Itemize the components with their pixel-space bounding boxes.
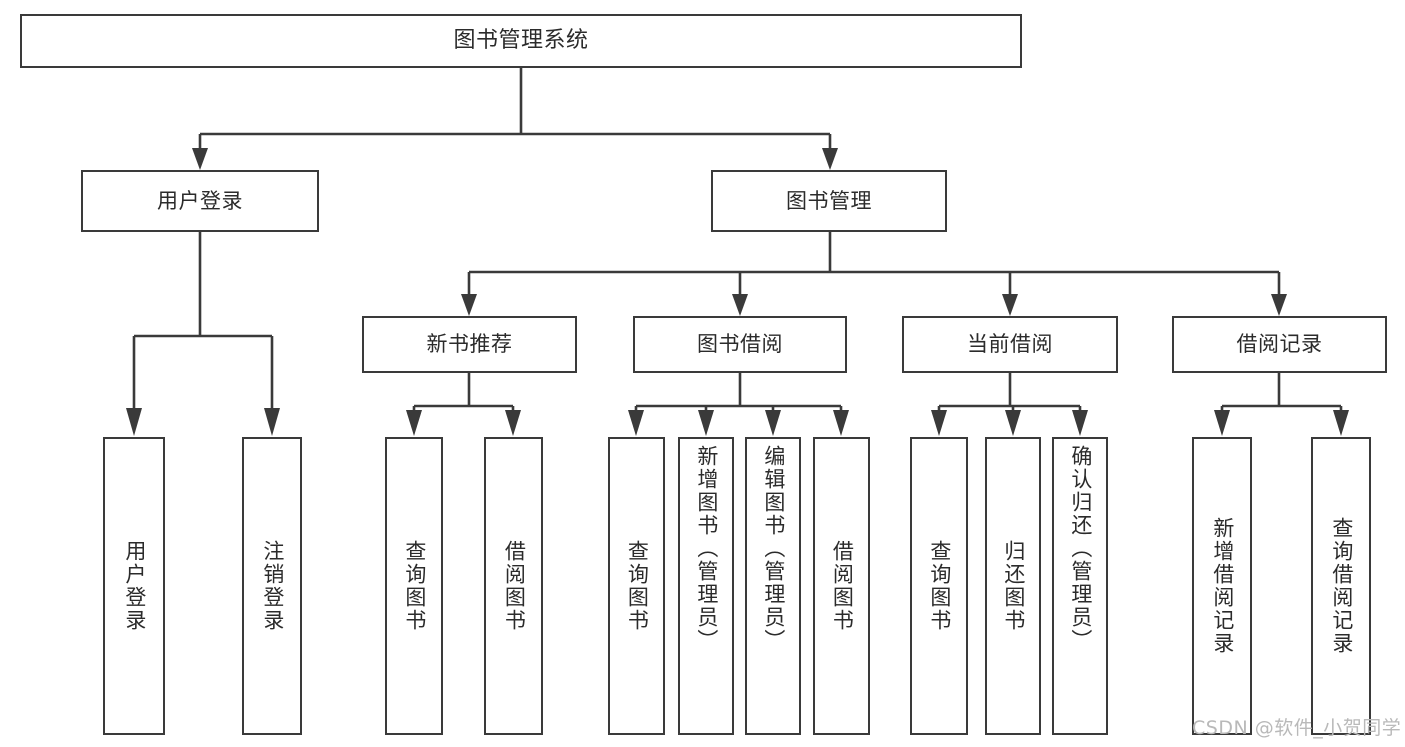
node-leaf-borrow-book-1-label: 借阅图书	[502, 540, 527, 632]
node-book-borrow-label: 图书借阅	[697, 332, 783, 357]
csdn-watermark: CSDN @软件_小贺同学	[1192, 717, 1402, 739]
node-leaf-query-book-2-label: 查询图书	[625, 540, 650, 632]
connector-borrowrecord-to-leaves	[1214, 373, 1349, 436]
node-leaf-query-book-1[interactable]: 查询图书	[385, 437, 443, 735]
node-leaf-add-book-admin-label: 新增图书（管理员）	[694, 445, 719, 652]
node-user-login[interactable]: 用户登录	[81, 170, 319, 232]
node-leaf-query-book-1-label: 查询图书	[402, 540, 427, 632]
node-current-borrow[interactable]: 当前借阅	[902, 316, 1118, 373]
node-new-book-rec-label: 新书推荐	[426, 332, 513, 357]
connector-bookmanage-to-level2	[461, 232, 1287, 316]
node-leaf-borrow-book-2-label: 借阅图书	[830, 540, 855, 632]
node-borrow-record-label: 借阅记录	[1236, 332, 1323, 357]
node-leaf-return-book-label: 归还图书	[1001, 540, 1026, 632]
node-book-borrow[interactable]: 图书借阅	[633, 316, 847, 373]
node-new-book-rec[interactable]: 新书推荐	[362, 316, 577, 373]
node-leaf-query-book-3-label: 查询图书	[927, 540, 952, 632]
node-user-login-label: 用户登录	[157, 188, 243, 213]
node-leaf-confirm-return-admin-label: 确认归还（管理员）	[1068, 445, 1093, 652]
node-leaf-query-book-3[interactable]: 查询图书	[910, 437, 968, 735]
node-leaf-borrow-book-1[interactable]: 借阅图书	[484, 437, 543, 735]
node-leaf-user-logout-label: 注销登录	[260, 540, 285, 632]
node-leaf-user-logout[interactable]: 注销登录	[242, 437, 302, 735]
node-leaf-return-book[interactable]: 归还图书	[985, 437, 1041, 735]
node-leaf-add-borrow-record[interactable]: 新增借阅记录	[1192, 437, 1252, 735]
node-root-label: 图书管理系统	[453, 28, 589, 54]
node-leaf-edit-book-admin-label: 编辑图书（管理员）	[761, 445, 786, 652]
node-current-borrow-label: 当前借阅	[967, 332, 1053, 357]
node-leaf-borrow-book-2[interactable]: 借阅图书	[813, 437, 870, 735]
connector-bookborrow-to-leaves	[628, 373, 849, 436]
node-leaf-query-borrow-record-label: 查询借阅记录	[1329, 517, 1354, 655]
node-leaf-edit-book-admin[interactable]: 编辑图书（管理员）	[745, 437, 801, 735]
node-leaf-confirm-return-admin[interactable]: 确认归还（管理员）	[1052, 437, 1108, 735]
connector-userlogin-to-leaves	[126, 232, 280, 436]
connector-root-to-level1	[192, 68, 838, 170]
node-book-manage-label: 图书管理	[786, 188, 872, 213]
node-leaf-user-login[interactable]: 用户登录	[103, 437, 165, 735]
node-leaf-query-book-2[interactable]: 查询图书	[608, 437, 665, 735]
connector-newbook-to-leaves	[406, 373, 521, 436]
connector-currentborrow-to-leaves	[931, 373, 1088, 436]
node-leaf-add-book-admin[interactable]: 新增图书（管理员）	[678, 437, 734, 735]
node-leaf-query-borrow-record[interactable]: 查询借阅记录	[1311, 437, 1371, 735]
node-borrow-record[interactable]: 借阅记录	[1172, 316, 1387, 373]
node-root[interactable]: 图书管理系统	[20, 14, 1022, 68]
node-leaf-add-borrow-record-label: 新增借阅记录	[1210, 517, 1235, 655]
node-book-manage[interactable]: 图书管理	[711, 170, 947, 232]
node-leaf-user-login-label: 用户登录	[122, 540, 147, 632]
